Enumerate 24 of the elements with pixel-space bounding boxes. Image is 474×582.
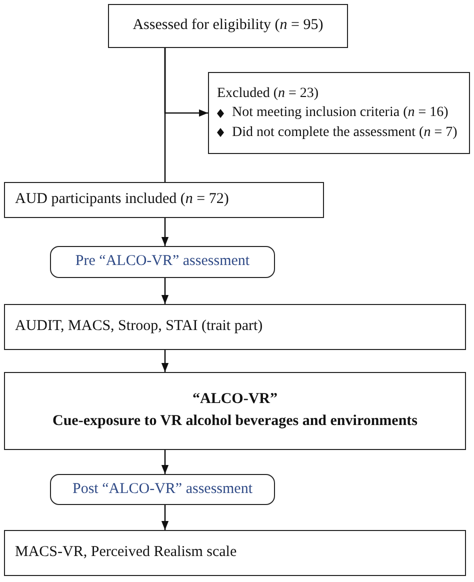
list-item: Did not complete the assessment (n = 7) (232, 124, 458, 142)
box-heading: “ALCO-VR” (192, 390, 278, 410)
process-box (4, 304, 466, 350)
list-item: Not meeting inclusion criteria (n = 16) (232, 104, 448, 122)
process-box (4, 182, 324, 218)
arrow (161, 505, 169, 530)
box-text: AUDIT, MACS, Stroop, STAI (trait part) (15, 317, 264, 336)
box-text: Pre “ALCO-VR” assessment (75, 252, 250, 272)
arrow (161, 450, 169, 474)
process-box (4, 372, 466, 450)
rounded-step-box (50, 246, 275, 278)
process-box (108, 4, 348, 48)
box-text: Excluded (n = 23) (217, 84, 320, 103)
box-text: Post “ALCO-VR” assessment (72, 480, 252, 499)
process-box (208, 72, 470, 154)
box-text: AUD participants included (n = 72) (15, 190, 230, 210)
box-text: Assessed for eligibility (n = 95) (132, 16, 324, 36)
arrow (161, 218, 169, 246)
box-text: MACS-VR, Perceived Realism scale (15, 543, 238, 562)
box-text: Cue-exposure to VR alcohol beverages and environments (52, 412, 418, 431)
arrow (161, 278, 169, 304)
rounded-step-box (50, 474, 275, 505)
process-box (4, 530, 466, 576)
arrow (161, 350, 169, 372)
